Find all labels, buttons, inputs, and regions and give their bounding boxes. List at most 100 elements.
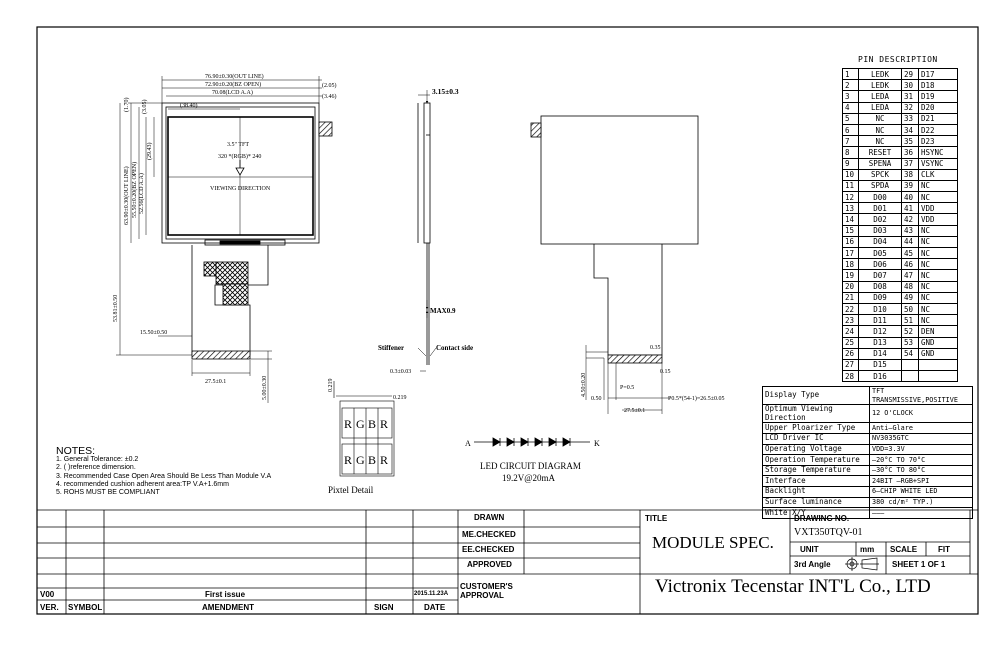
dim-38-40: (38.40) (180, 102, 198, 109)
pin-name: D20 (918, 101, 958, 114)
pixel-r3: R (344, 453, 352, 467)
spec-value: ——— (869, 507, 973, 519)
pin-number: 24 (842, 325, 859, 338)
spec-value: NV3035GTC (869, 432, 973, 445)
scale-label: SCALE (890, 545, 918, 554)
pin-number: 38 (901, 168, 919, 181)
pin-number: 9 (842, 157, 859, 170)
pin-name: D05 (858, 246, 902, 260)
pin-number: 26 (842, 347, 859, 360)
sheet-label: SHEET 1 OF 1 (892, 560, 946, 569)
pin-name: D02 (858, 213, 902, 226)
pin-name: D07 (858, 269, 902, 282)
pin-name: NC (918, 246, 958, 260)
spec-key: LCD Driver IC (762, 432, 870, 445)
pin-number: 53 (901, 336, 919, 349)
dim-fpc-thick: 5.00±0.30 (262, 376, 268, 400)
pin-number: 17 (842, 246, 859, 260)
pin-name: SPENA (858, 157, 902, 170)
lcd-res-text: 320 *(RGB)* 240 (218, 153, 261, 160)
pin-name: LEDK (858, 67, 902, 81)
pixel-g2: G (356, 453, 365, 467)
scale-value: FIT (938, 545, 950, 554)
pin-number: 30 (901, 79, 919, 92)
pin-number: 15 (842, 224, 859, 237)
spec-key: Interface (762, 475, 870, 487)
dim-va-height: 52.56(LCD A.A) (138, 173, 145, 214)
side-view (417, 90, 437, 372)
dim-stiffener-thick: 0.3±0.03 (390, 369, 411, 375)
pin-number: 22 (842, 302, 859, 316)
pin-name: D09 (858, 291, 902, 304)
pin-name: D08 (858, 280, 902, 293)
led-cathode-label: K (594, 439, 600, 448)
pin-number: 12 (842, 191, 859, 204)
pin-number: 25 (842, 336, 859, 349)
pin-number: 40 (901, 191, 919, 204)
pin-number: 35 (901, 135, 919, 148)
dim-0-15: 0.15 (660, 369, 671, 375)
pin-name: LEDK (858, 79, 902, 92)
dim-pixel-219-h: 0.219 (393, 395, 407, 401)
spec-value: 12 O'CLOCK (869, 404, 973, 424)
pin-number: 36 (901, 146, 919, 159)
pin-name: NC (858, 135, 902, 148)
customer-approval-label: CUSTOMER'S APPROVAL (460, 582, 513, 600)
pin-name: NC (918, 291, 958, 304)
stiffener-label: Stiffener (378, 344, 404, 352)
pin-name: DEN (918, 325, 958, 338)
pin-name (918, 358, 958, 372)
pin-name: D23 (918, 135, 958, 148)
pin-name: NC (918, 280, 958, 293)
dim-thickness: 3.15±0.3 (432, 87, 459, 96)
pixel-detail-title: Pixtel Detail (328, 485, 374, 495)
led-circuit (474, 437, 590, 447)
spec-value: –20°C TO 70°C (869, 454, 973, 466)
pin-name: D22 (918, 123, 958, 137)
note-item: 2. ( )reference dimension. (56, 464, 136, 472)
dim-29-43: (29.43) (146, 143, 153, 161)
pin-name: D11 (858, 314, 902, 327)
pin-number: 39 (901, 179, 919, 193)
pin-name: LEDA (858, 90, 902, 103)
pin-number (901, 358, 919, 372)
pin-number: 37 (901, 157, 919, 170)
dim-fpc-length: 53.81±0.50 (113, 295, 119, 322)
pin-number: 16 (842, 235, 859, 249)
pin-number: 6 (842, 123, 859, 137)
drawn-label: DRAWN (474, 513, 505, 522)
approved-label: APPROVED (467, 560, 512, 569)
pixel-b1: B (368, 417, 376, 431)
pin-name: D06 (858, 258, 902, 271)
revision-value: V00 (40, 590, 55, 599)
pixel-r1: R (344, 417, 352, 431)
ee-checked-label: EE.CHECKED (462, 545, 515, 554)
dim-max09: MAX0.9 (430, 307, 456, 315)
pin-number: 54 (901, 347, 919, 360)
third-angle-icon (845, 557, 879, 571)
pin-name: D14 (858, 347, 902, 360)
dim-fpc-width: 27.5±0.1 (205, 379, 226, 385)
pin-name: VDD (918, 202, 958, 215)
pin-description-title: PIN DESCRIPTION (858, 55, 938, 64)
notes-title: NOTES: (56, 445, 96, 457)
unit-value: mm (860, 545, 875, 554)
projection-label: 3rd Angle (794, 560, 831, 569)
pin-number: 41 (901, 202, 919, 215)
spec-value: 24BIT –RGB+SPI (869, 475, 973, 487)
spec-key: Operating Voltage (762, 443, 870, 456)
